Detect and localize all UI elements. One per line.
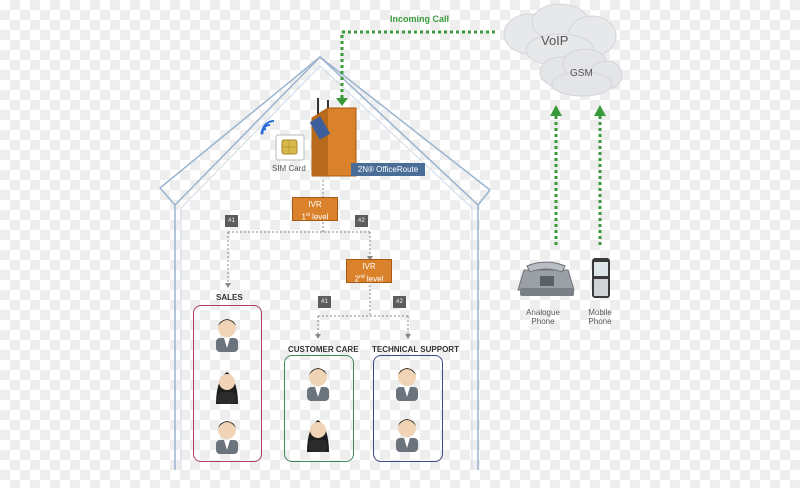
ivr-1-title: IVR	[308, 200, 322, 209]
person-male-avatar	[396, 368, 418, 401]
gsm-label: GSM	[570, 68, 593, 79]
technical-support-title: TECHNICAL SUPPORT	[372, 345, 459, 354]
sim-card-label: SIM Card	[272, 164, 306, 173]
gsm-cloud	[539, 48, 623, 97]
voip-label: VoIP	[541, 33, 569, 48]
customer-care-group	[284, 355, 354, 462]
ivr-level-1: IVR 1st level	[292, 197, 338, 222]
office-route-label: 2N® OfficeRoute	[351, 163, 425, 176]
sim-card-icon	[275, 134, 305, 161]
house-outline-inner	[180, 65, 473, 470]
analogue-phone-icon	[517, 261, 575, 296]
mobile-phone-icon	[592, 258, 610, 298]
ivr-2-level: 2nd level	[354, 274, 384, 284]
key-1-first: #1	[225, 215, 238, 227]
person-male-avatar	[396, 419, 418, 452]
person-male-avatar	[216, 319, 238, 352]
sales-title: SALES	[216, 293, 243, 302]
key-1-second: #1	[318, 296, 331, 308]
ivr-1-level: 1st level	[301, 212, 329, 222]
person-female-avatar	[307, 420, 329, 452]
customer-care-title: CUSTOMER CARE	[288, 345, 359, 354]
house-roof-line	[159, 56, 491, 191]
incoming-call-label: Incoming Call	[390, 14, 450, 24]
ivr-level-2: IVR 2nd level	[346, 259, 392, 284]
person-female-avatar	[216, 372, 238, 404]
key-2-first: #2	[355, 215, 368, 227]
officeroute-device-icon	[309, 98, 357, 177]
ivr-2-title: IVR	[362, 262, 376, 271]
sales-group	[193, 305, 262, 462]
incoming-call-path	[340, 30, 495, 103]
person-male-avatar	[216, 421, 238, 454]
person-male-avatar	[307, 368, 329, 401]
key-2-second: #2	[393, 296, 406, 308]
technical-support-group	[373, 355, 443, 462]
